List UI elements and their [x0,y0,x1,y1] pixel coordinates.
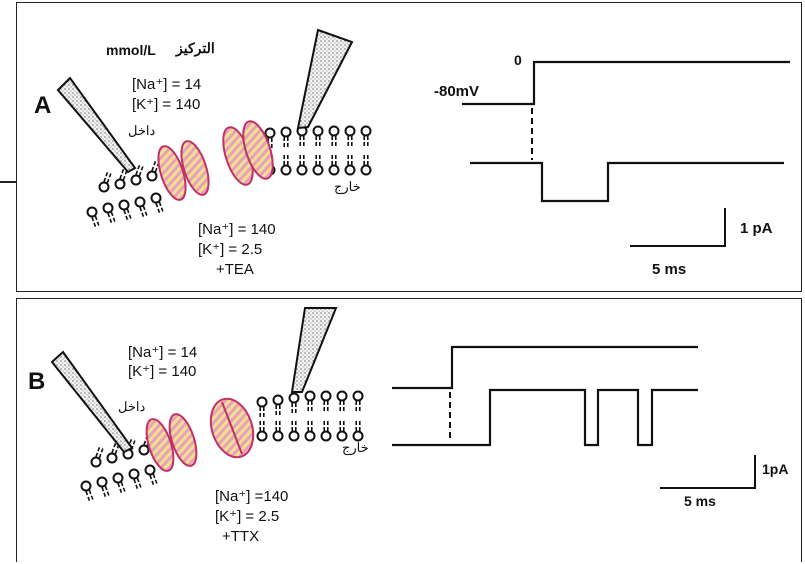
lipid-head [322,419,331,441]
inside-k-b: [K⁺] = 140 [128,364,196,379]
lipid-head [338,392,347,414]
lipid-head [346,153,355,175]
lipid-head [274,396,283,418]
pipette-inside-a [58,78,135,172]
outside-k-b: [K⁺] = 2.5 [215,509,279,524]
lipid-head [362,153,371,175]
inside-na-a: [Na⁺] = 14 [132,77,201,92]
inside-k-a: [K⁺] = 140 [132,97,200,112]
lipid-head [130,470,142,491]
lipid-head [104,204,116,225]
lipid-head [306,419,315,441]
scale-time-b: 5 ms [684,494,716,508]
lipid-head [100,170,112,191]
lipid-head [274,419,283,441]
lipid-head [258,419,267,441]
scale-bar-a [630,208,725,246]
lipid-head [290,394,299,416]
lipid-head [258,398,267,420]
lipid-head [354,392,363,414]
outside-label-b: خارج [342,441,369,454]
inside-label-a: داخل [128,124,155,137]
outside-label-a: خارج [334,180,361,193]
current-trace-b [392,390,698,445]
scale-current-a: 1 pA [740,221,773,236]
unit-label: mmol/L [106,43,156,57]
panel-a-letter: A [34,94,51,118]
pipette-outside-b [292,308,336,392]
lipid-head [92,445,104,466]
pipette-outside-a [298,30,352,128]
lipid-head [362,127,371,149]
outside-na-a: [Na⁺] = 140 [198,222,276,237]
outside-k-a: [K⁺] = 2.5 [198,242,262,257]
voltage-trace-b [392,347,698,388]
lipid-head [306,392,315,414]
lipid-head [152,194,164,215]
lipid-head [338,419,347,441]
lipid-head [88,208,100,229]
lipid-head [322,392,331,414]
ion-channel-b-2-open [204,393,261,462]
outside-drug-b: +TTX [222,529,259,544]
lipid-head [290,419,299,441]
lipid-head [282,153,291,175]
outside-na-b: [Na⁺] =140 [215,489,288,504]
panel-b-letter: B [28,370,45,394]
voltage-hold-label: -80mV [434,84,479,99]
outside-drug-a: +TEA [216,262,254,277]
lipid-head [330,153,339,175]
ion-channel-a-1 [153,138,214,203]
lipid-head [136,198,148,219]
scale-bar-b [660,455,755,488]
scale-current-b: 1pA [762,462,788,476]
lipid-head [82,482,94,503]
lipid-head [146,466,158,487]
inside-label-b: داخل [118,400,145,413]
lipid-head [314,127,323,149]
lipid-head [114,474,126,495]
current-trace-a [470,163,784,201]
lipid-head [98,478,110,499]
lipid-head [314,153,323,175]
lipid-head [282,128,291,150]
voltage-trace-a [462,62,790,104]
lipid-head [346,127,355,149]
inside-na-b: [Na⁺] = 14 [128,345,197,360]
lipid-head [354,419,363,441]
voltage-zero-label: 0 [514,53,522,67]
concentration-label-arabic: التركيز [176,41,215,55]
lipid-head [298,127,307,149]
lipid-head [330,127,339,149]
lipid-head [298,153,307,175]
lipid-head [120,201,132,222]
scale-time-a: 5 ms [652,262,686,277]
